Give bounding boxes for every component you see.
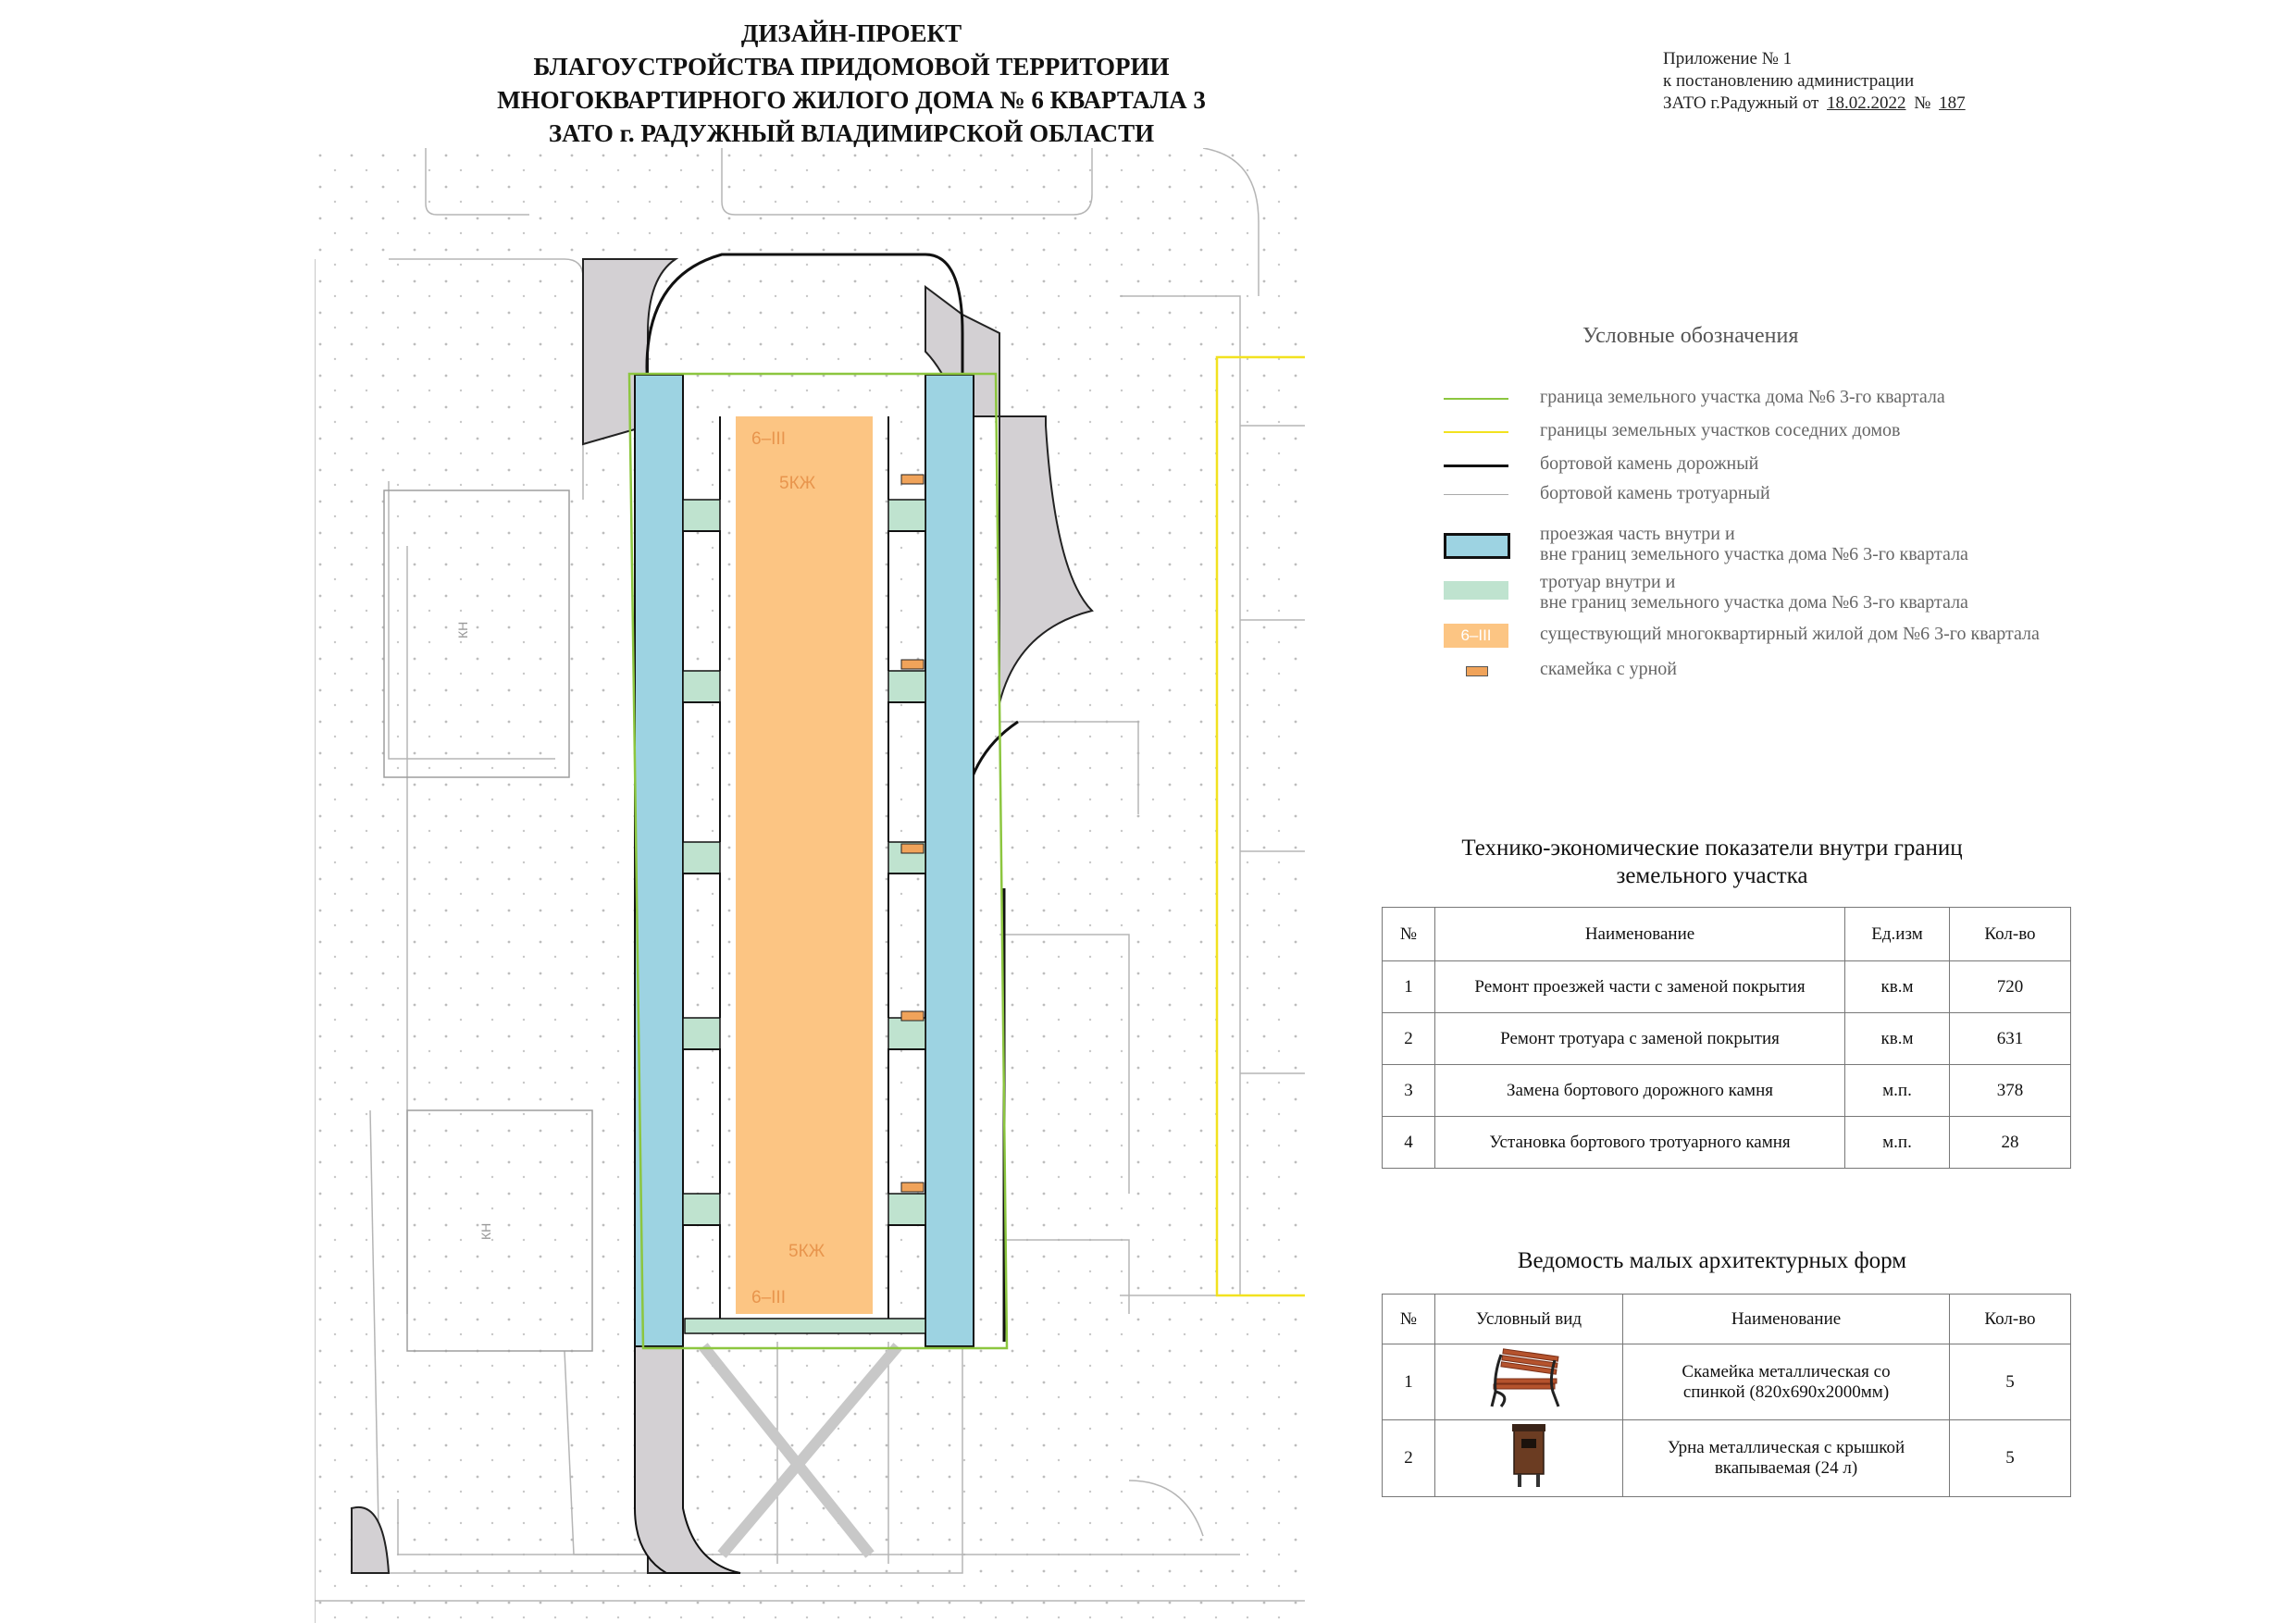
annex-prefix: ЗАТО г.Радужный от [1663,93,1819,113]
bench-icon [1434,1344,1623,1420]
legend-swatch-sidewalk [1444,581,1508,600]
neighbor-boundary [1215,355,1305,1297]
kn-label-top: КН [455,622,470,638]
legend-title: Условные обозначения [1582,324,1799,348]
bench-markers [900,474,925,1193]
legend-item-sidewalk-curb: бортовой камень тротуарный [1444,483,2091,511]
legend-swatch-green-line [1444,398,1508,400]
legend-item-plot-boundary: граница земельного участка дома №6 3-го … [1444,387,2091,415]
legend-swatch-bench [1466,666,1488,676]
plot-boundary [627,372,1009,1350]
tep-title: Технико-экономические показатели внутри … [1461,836,1963,888]
building-code-bottom: 6–III [751,1288,786,1307]
annex-line-2: к постановлению администрации [1663,71,1915,91]
kn-building-bottom [406,1109,593,1352]
diagonal-paths [699,1343,902,1558]
legend-item-sidewalk: тротуар внутри и вне границ земельного у… [1444,572,2091,618]
front-gardens [683,416,925,1319]
title-line-2: БЛАГОУСТРОЙСТВА ПРИДОМОВОЙ ТЕРРИТОРИИ [533,53,1170,81]
legend-item-neighbor-boundary: границы земельных участков соседних домо… [1444,420,2091,448]
trash-bin-icon [1434,1419,1623,1497]
legend-item-bench: скамейка с урной [1444,659,2091,687]
title-line-4: ЗАТО г. РАДУЖНЫЙ ВЛАДИМИРСКОЙ ОБЛАСТИ [548,119,1155,147]
legend-swatch-roadway [1444,533,1510,559]
tep-header-row: № Наименование Ед.изм Кол-во [1382,907,2071,961]
building-code-top: 6–III [751,429,786,449]
sidewalks [682,499,926,1334]
legend-swatch-yellow-line [1444,431,1508,433]
roadway [634,374,974,1574]
maf-table: № Условный вид Наименование Кол-во 1 [1382,1294,2071,1497]
table-row: 1 Скамейка металлическая со спинкой [1382,1344,2071,1420]
building-floors-bottom: 5КЖ [788,1242,825,1261]
annex-number: 187 [1939,93,1966,113]
maf-header-row: № Условный вид Наименование Кол-во [1382,1294,2071,1344]
kn-building-top [383,489,570,778]
title-line-1: ДИЗАЙН-ПРОЕКТ [740,19,962,47]
building-floors-top: 5КЖ [779,474,816,493]
page-title: ДИЗАЙН-ПРОЕКТ БЛАГОУСТРОЙСТВА ПРИДОМОВОЙ… [407,17,1296,150]
legend-swatch-grey-line [1444,494,1508,495]
legend-item-building: 6–III существующий многоквартирный жилой… [1444,624,2091,651]
existing-building [736,416,873,1314]
annex-note: Приложение № 1 к постановлению администр… [1663,48,1969,115]
legend-item-roadway: проезжая часть внутри и вне границ земел… [1444,524,2091,570]
annex-date: 18.02.2022 [1827,93,1906,113]
annex-line-1: Приложение № 1 [1663,49,1793,68]
annex-line-3: ЗАТО г.Радужный от 18.02.2022 № 187 [1663,93,1969,115]
annex-number-sign: № [1914,93,1931,113]
title-line-3: МНОГОКВАРТИРНОГО ЖИЛОГО ДОМА № 6 КВАРТАЛ… [497,86,1206,114]
table-row: 2 Урна металлическая с крышкой вкапываем… [1382,1419,2071,1497]
maf-title: Ведомость малых архитектурных форм [1517,1248,1907,1273]
kn-label-bottom: КН [478,1223,493,1240]
legend-swatch-building: 6–III [1444,624,1508,648]
legend-item-road-curb: бортовой камень дорожный [1444,453,2091,481]
site-plan-map: КН КН 6–I [315,148,1305,1623]
legend-swatch-black-line [1444,465,1508,467]
